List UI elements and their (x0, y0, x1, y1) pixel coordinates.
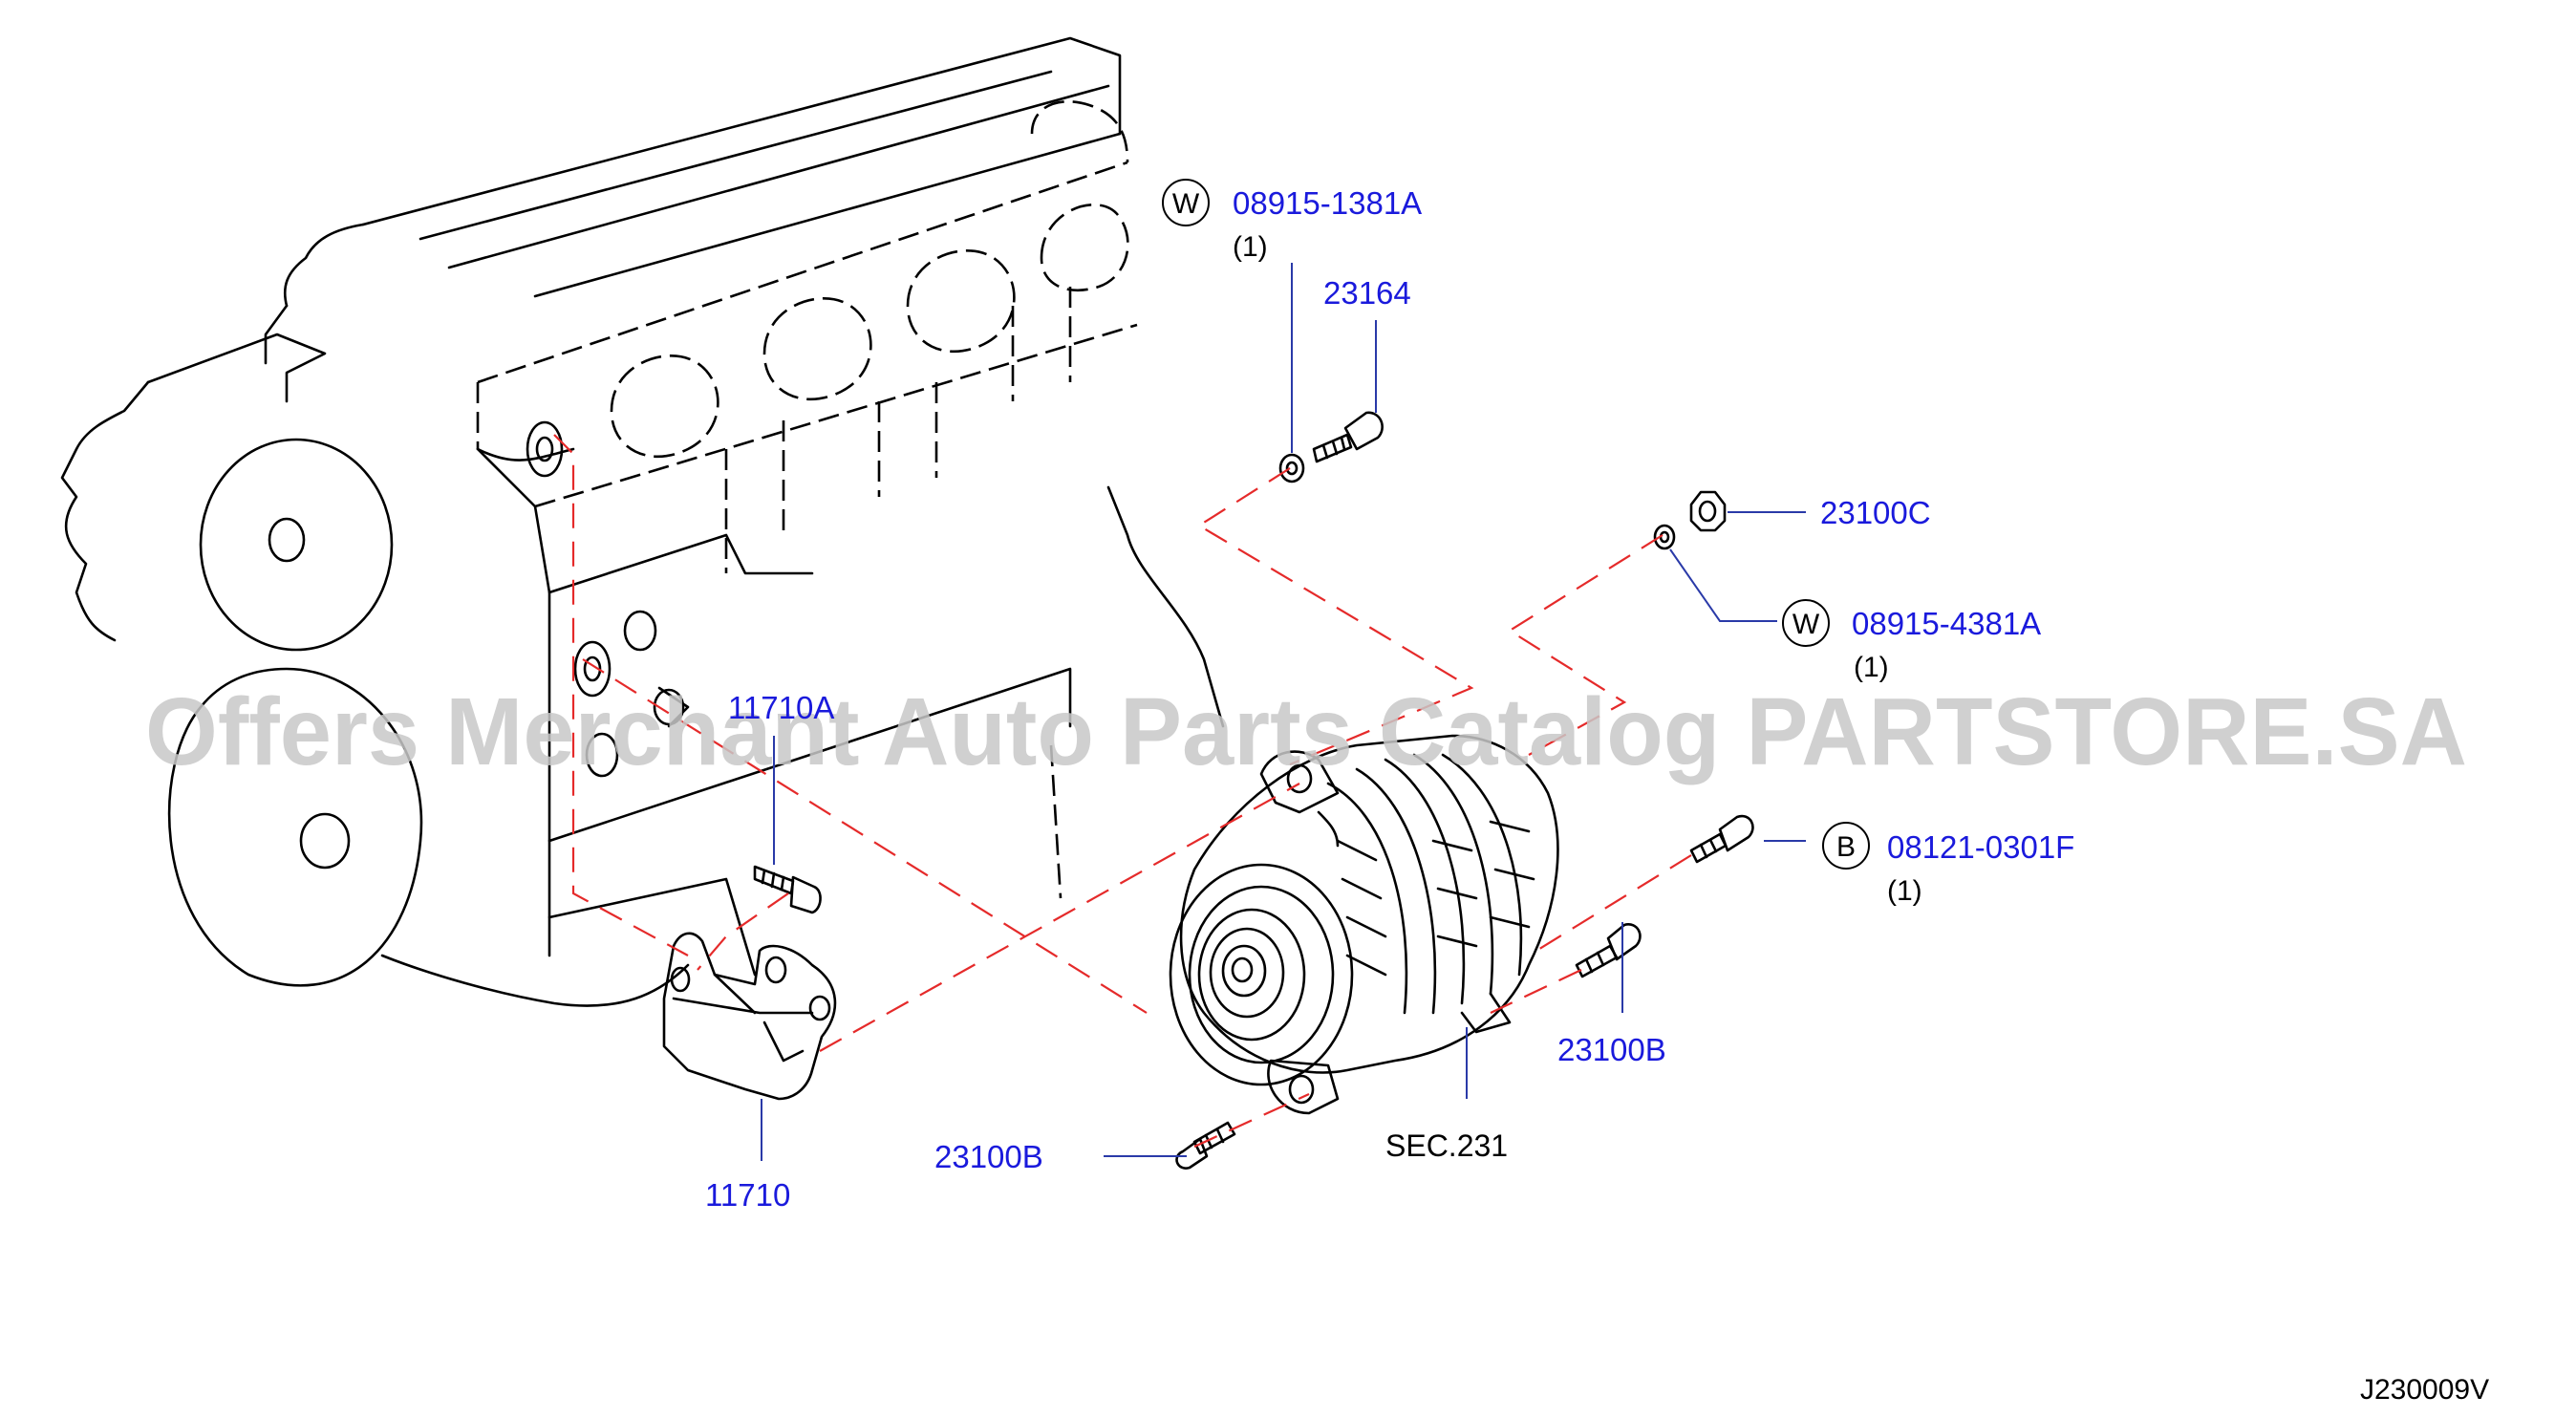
nut-23100c-drawing (1689, 490, 1727, 532)
part-number-11710a[interactable]: 11710A (728, 690, 834, 725)
watermark: Offers Merchant Auto Parts Catalog PARTS… (145, 678, 2467, 785)
engine-block-drawing (60, 36, 1225, 1007)
part-number-11710[interactable]: 11710 (705, 1177, 790, 1213)
quantity-label: (1) (1887, 875, 1922, 907)
part-number-08915-1381a[interactable]: 08915-1381A (1233, 185, 1422, 221)
washer-symbol: W (1792, 609, 1820, 640)
part-number-23100b-bottom[interactable]: 23100B (934, 1139, 1043, 1174)
part-number-23100c[interactable]: 23100C (1820, 495, 1931, 530)
part-number-23100b-right[interactable]: 23100B (1557, 1032, 1666, 1067)
leader-lines (761, 263, 1806, 1161)
bolt-23164-drawing (1312, 411, 1384, 463)
quantity-label: (1) (1854, 652, 1889, 683)
alternator-bracket-drawing (662, 932, 837, 1101)
bolt-symbol: B (1836, 831, 1856, 863)
quantity-label: (1) (1233, 231, 1268, 263)
section-reference-label[interactable]: SEC.231 (1385, 1128, 1508, 1163)
part-number-08121-0301f[interactable]: 08121-0301F (1887, 829, 2074, 865)
bolt-23100b-right-drawing (1575, 923, 1642, 978)
alternator-drawing (1169, 734, 1559, 1115)
part-number-08915-4381a[interactable]: 08915-4381A (1852, 606, 2041, 641)
washer-symbol: W (1172, 188, 1200, 220)
washer-right-drawing (1653, 524, 1676, 550)
assembly-guide-lines (553, 434, 1692, 1148)
stud-drawing (753, 865, 822, 914)
washer-top-drawing (1278, 453, 1305, 483)
part-number-23164[interactable]: 23164 (1323, 275, 1411, 311)
bolt-23100b-bottom-drawing (1175, 1121, 1236, 1170)
bolt-08121-drawing (1689, 814, 1754, 864)
diagram-id: J230009V (2360, 1374, 2489, 1406)
callout-washer-right[interactable]: W 08915-4381A (1) (1782, 599, 2041, 683)
callout-washer-top[interactable]: W 08915-1381A (1) (1162, 179, 1422, 263)
callout-bolt-b[interactable]: B 08121-0301F (1) (1822, 822, 2074, 907)
